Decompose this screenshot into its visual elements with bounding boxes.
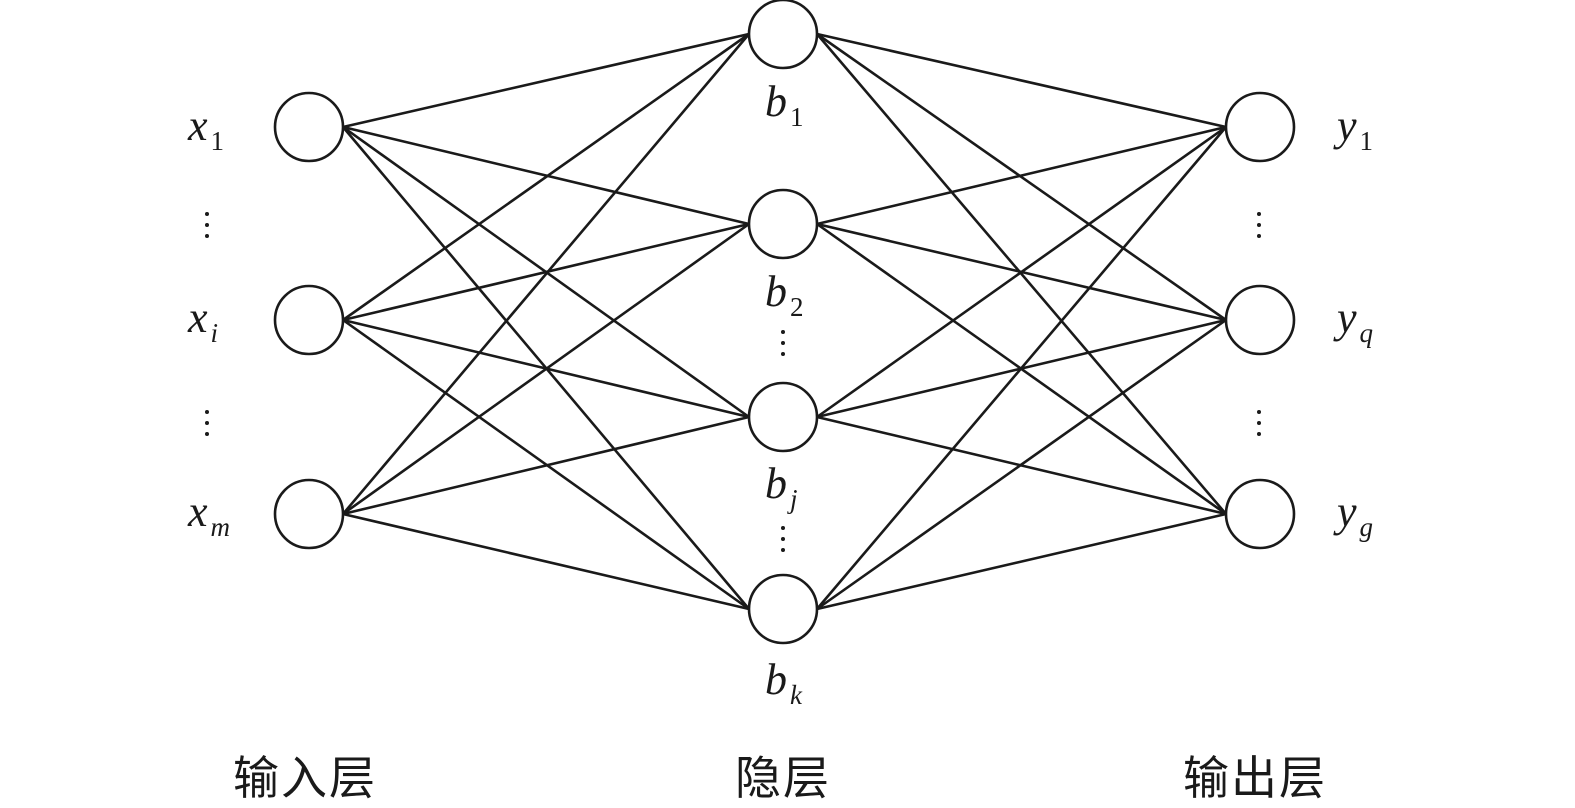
- neuron-y-g: [1224, 478, 1296, 550]
- neuron-b-j: [747, 381, 819, 453]
- ellipsis-hidden-upper: [781, 330, 787, 363]
- ellipsis-input-upper: [205, 212, 211, 245]
- hidden-layer-title: 隐层: [735, 751, 831, 805]
- edge-hidden4-output2: [816, 318, 1227, 611]
- edge-hidden1-output1: [816, 32, 1227, 129]
- edge-input3-hidden4: [342, 512, 750, 611]
- edge-input3-hidden1: [342, 33, 750, 515]
- neuron-b-k: [747, 573, 819, 645]
- output-layer-title: 输出层: [1183, 751, 1327, 805]
- neuron-x-m: [273, 478, 345, 550]
- edge-input3-hidden3: [342, 415, 750, 516]
- neurons: [273, 0, 1296, 645]
- edge-input1-hidden1: [342, 32, 750, 129]
- input-layer-title: 输入层: [233, 751, 377, 805]
- connections: [342, 32, 1227, 611]
- edge-hidden2-output1: [816, 125, 1227, 226]
- neuron-x-i: [273, 284, 345, 356]
- neuron-y-q: [1224, 284, 1296, 356]
- neuron-b-2: [747, 188, 819, 260]
- edge-input3-hidden2: [342, 222, 750, 516]
- edge-hidden1-output2: [816, 32, 1227, 322]
- neuron-y-1: [1224, 91, 1296, 163]
- neuron-x-1: [273, 91, 345, 163]
- neuron-b-1: [747, 0, 819, 70]
- edge-hidden4-output1: [816, 126, 1227, 610]
- ellipsis-output-upper: [1257, 212, 1263, 245]
- edge-hidden4-output3: [816, 512, 1227, 611]
- ellipsis-input-lower: [205, 410, 211, 443]
- ellipsis-output-lower: [1257, 410, 1263, 443]
- edge-input2-hidden1: [342, 32, 750, 322]
- edge-hidden3-output1: [816, 125, 1227, 419]
- edge-hidden1-output3: [816, 33, 1227, 515]
- ellipsis-hidden-lower: [781, 526, 787, 559]
